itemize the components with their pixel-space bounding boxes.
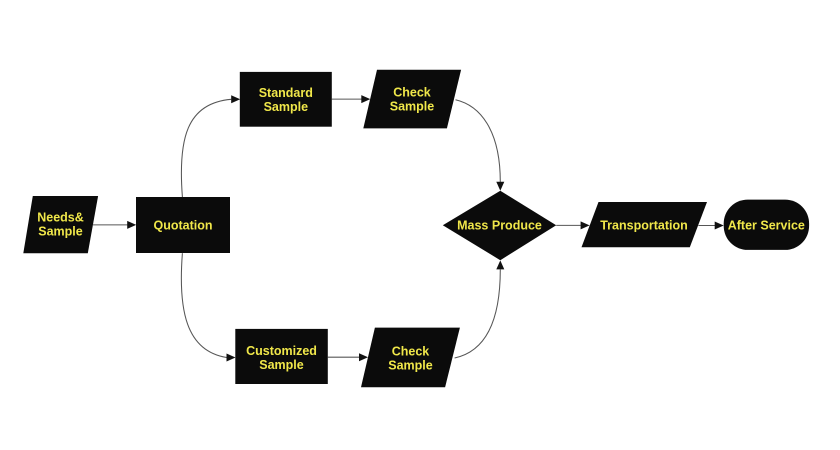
svg-text:Sample: Sample (390, 100, 435, 114)
svg-text:After Service: After Service (728, 219, 805, 233)
svg-text:Sample: Sample (264, 100, 309, 114)
svg-text:Check: Check (392, 344, 430, 358)
svg-text:Check: Check (393, 86, 431, 100)
svg-text:Needs&: Needs& (37, 211, 84, 225)
svg-text:Mass Produce: Mass Produce (457, 219, 542, 233)
svg-text:Sample: Sample (388, 358, 433, 372)
svg-text:Sample: Sample (259, 358, 304, 372)
svg-text:Quotation: Quotation (153, 219, 212, 233)
svg-text:Standard: Standard (259, 86, 313, 100)
svg-text:Sample: Sample (38, 225, 83, 239)
svg-text:Customized: Customized (246, 344, 317, 358)
svg-text:Transportation: Transportation (600, 219, 688, 233)
